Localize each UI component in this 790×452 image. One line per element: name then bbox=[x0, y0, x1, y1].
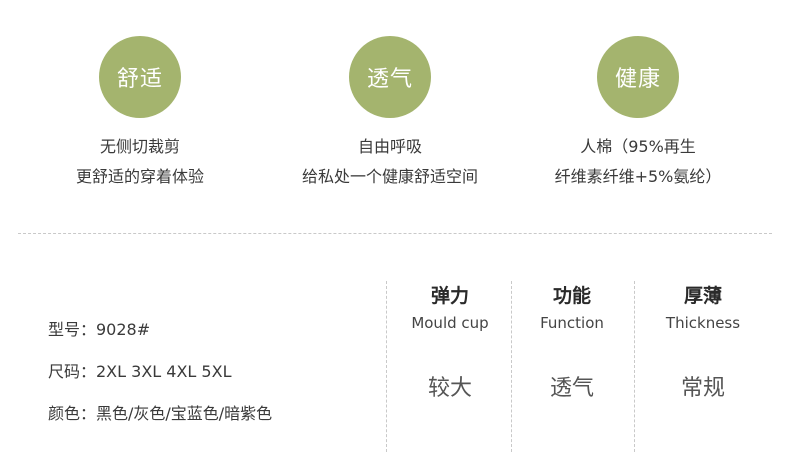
feature-breathable-badge: 透气 bbox=[349, 36, 431, 118]
attribute-thickness-title: 厚薄 bbox=[683, 285, 722, 307]
feature-comfort-line1: 无侧切裁剪 bbox=[99, 137, 180, 156]
attribute-function: 功能 Function 透气 bbox=[512, 283, 632, 403]
feature-healthy-line2: 纤维素纤维+5%氨纶） bbox=[554, 167, 722, 186]
attribute-function-value: 透气 bbox=[549, 376, 594, 401]
feature-comfort-description: 无侧切裁剪 更舒适的穿着体验 bbox=[76, 132, 204, 192]
feature-healthy-description: 人棉（95%再生 纤维素纤维+5%氨纶） bbox=[555, 132, 722, 192]
feature-comfort-badge: 舒适 bbox=[99, 36, 181, 118]
attribute-thickness: 厚薄 Thickness 常规 bbox=[643, 283, 763, 403]
attribute-elasticity-title: 弹力 bbox=[430, 285, 469, 307]
column-divider bbox=[511, 281, 512, 452]
attribute-elasticity: 弹力 Mould cup 较大 bbox=[390, 283, 510, 403]
attribute-elasticity-subtitle: Mould cup bbox=[411, 314, 489, 332]
feature-comfort-line2: 更舒适的穿着体验 bbox=[75, 167, 204, 186]
feature-breathable-description: 自由呼吸 给私处一个健康舒适空间 bbox=[302, 132, 478, 192]
attribute-thickness-value: 常规 bbox=[680, 376, 725, 401]
attribute-elasticity-value: 较大 bbox=[427, 376, 472, 401]
feature-breathable: 透气 自由呼吸 给私处一个健康舒适空间 bbox=[270, 36, 510, 192]
attribute-function-title: 功能 bbox=[552, 285, 591, 307]
section-divider bbox=[18, 233, 772, 234]
attribute-thickness-subtitle: Thickness bbox=[665, 314, 741, 332]
column-divider bbox=[634, 281, 635, 452]
spec-size: 尺码：2XL 3XL 4XL 5XL bbox=[48, 362, 232, 381]
feature-breathable-line1: 自由呼吸 bbox=[357, 137, 422, 156]
feature-healthy: 健康 人棉（95%再生 纤维素纤维+5%氨纶） bbox=[518, 36, 758, 192]
attribute-function-subtitle: Function bbox=[540, 314, 604, 332]
feature-comfort: 舒适 无侧切裁剪 更舒适的穿着体验 bbox=[20, 36, 260, 192]
feature-healthy-badge: 健康 bbox=[597, 36, 679, 118]
spec-model: 型号：9028# bbox=[48, 320, 151, 339]
feature-breathable-line2: 给私处一个健康舒适空间 bbox=[301, 167, 478, 186]
feature-healthy-line1: 人棉（95%再生 bbox=[580, 137, 696, 156]
column-divider bbox=[386, 281, 387, 452]
spec-color: 颜色：黑色/灰色/宝蓝色/暗紫色 bbox=[48, 404, 273, 423]
